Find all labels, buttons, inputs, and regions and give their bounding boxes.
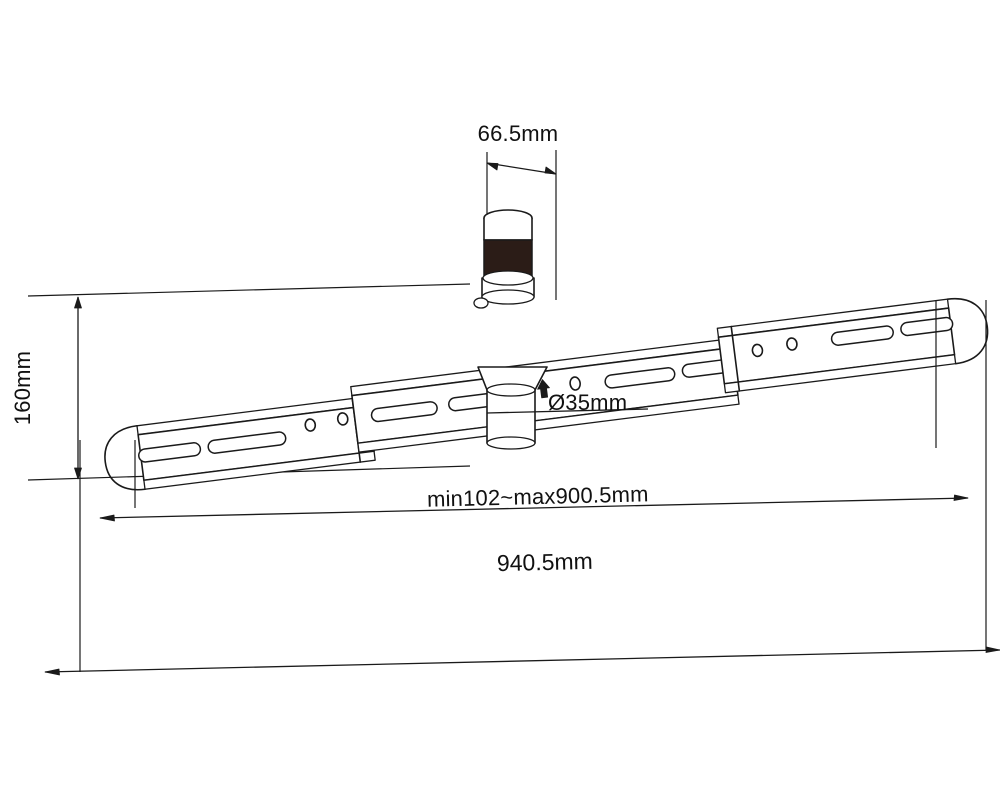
tube-diameter-dimension-group: Ø35mm [486, 390, 649, 415]
post-base-ellipse [481, 289, 535, 305]
post-collar-top-ellipse [482, 270, 534, 286]
span-arrow-left [99, 514, 115, 522]
left-arm-slot-2 [207, 431, 287, 454]
rail-assembly [104, 297, 989, 491]
left-arm-bottom-flange [143, 450, 376, 490]
post-mount-tab-left [473, 297, 489, 309]
tube-top-ellipse [486, 383, 536, 397]
span-arrow-right [953, 494, 969, 501]
left-extension-arm [104, 396, 376, 491]
right-extension-arm [716, 297, 989, 394]
height-dim-arrow-top [74, 296, 82, 309]
adjustable-span-dim-line [99, 497, 969, 519]
left-arm-end-cap [104, 424, 146, 491]
right-arm-hole-2 [786, 337, 798, 351]
right-arm-slot-1 [830, 325, 894, 346]
overall-length-label: 940.5mm [497, 548, 593, 576]
right-arm-slot-2 [900, 316, 954, 337]
adjustable-span-dimension-group: min102~max900.5mm [99, 300, 969, 522]
post-width-dimension-group: 66.5mm [478, 121, 559, 300]
right-arm-end-cap [946, 297, 989, 365]
upper-mounting-post [473, 209, 535, 309]
height-dimension-group: 160mm [10, 283, 471, 481]
post-width-dim-line [486, 162, 557, 175]
post-width-dimension-label: 66.5mm [478, 121, 559, 146]
overall-length-dim-line [44, 649, 1000, 673]
overall-arrow-right [985, 646, 1000, 653]
tube-diameter-leader-line [486, 408, 649, 414]
height-dimension-label: 160mm [10, 351, 35, 425]
overall-length-dimension-group: 940.5mm [44, 300, 1000, 676]
post-width-arrow-left [486, 162, 499, 171]
center-rail-hole [569, 376, 581, 391]
overall-arrow-left [44, 668, 60, 676]
tube-body [486, 389, 536, 444]
height-dim-upper-extension [27, 283, 471, 297]
lower-tube-boss [477, 366, 548, 450]
post-width-arrow-right [544, 166, 557, 175]
left-arm-hole-1 [304, 418, 317, 432]
center-rail-slot-1 [370, 401, 438, 423]
left-arm-hole-2 [336, 412, 349, 426]
center-rail-slot-3 [604, 367, 676, 389]
left-arm-slot-1 [138, 442, 202, 463]
right-arm-hole-1 [751, 343, 764, 358]
center-rail [350, 338, 740, 453]
up-arrow-marker [537, 379, 550, 399]
tube-diameter-label: Ø35mm [548, 390, 627, 415]
adjustable-span-label: min102~max900.5mm [427, 481, 649, 511]
right-arm-joint-edge [730, 325, 741, 392]
tube-bottom-ellipse [486, 436, 536, 450]
post-upper-ring [483, 218, 533, 241]
